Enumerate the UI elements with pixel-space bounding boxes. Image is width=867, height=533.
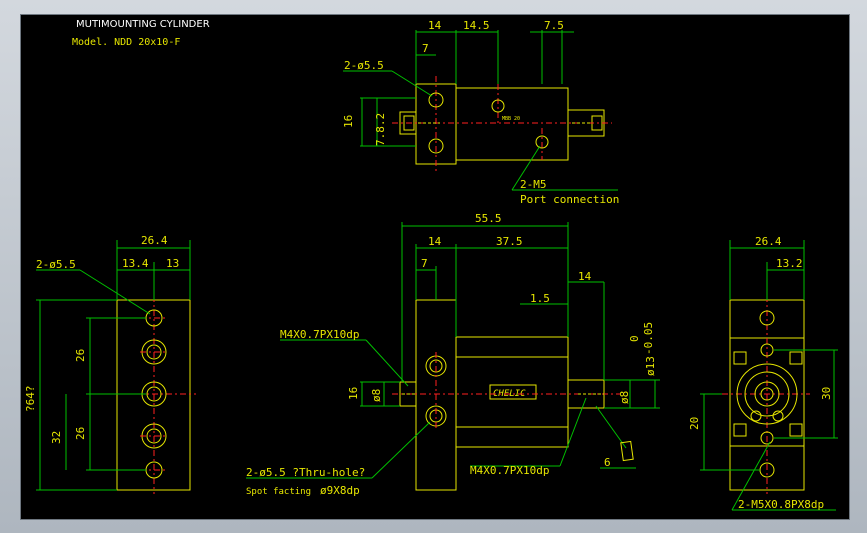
port-callout: 2-M5 — [520, 178, 547, 191]
dim-front-37-5: 37.5 — [496, 235, 523, 248]
drawing-title: MUTIMOUNTING CYLINDER — [76, 19, 210, 30]
dim-top-7: 7 — [422, 42, 429, 55]
dim-left-13-4: 13.4 — [122, 257, 149, 270]
dim-top-14: 14 — [428, 19, 442, 32]
top-view-port — [535, 135, 549, 149]
rod-end-detail — [620, 440, 634, 462]
dim-top-16: 16 — [342, 115, 355, 128]
dim-top-14-5: 14.5 — [463, 19, 490, 32]
dim-front-14: 14 — [428, 235, 442, 248]
dim-front-6: 6 — [604, 456, 611, 469]
dim-front-8: ø8 — [370, 389, 383, 402]
right-view: 26.4 13.2 30 20 2-M5X0.8PX8dp — [688, 235, 838, 511]
dim-left-32: 32 — [50, 431, 63, 444]
right-view-port — [760, 431, 774, 445]
dim-left-13: 13 — [166, 257, 179, 270]
top-view-hole — [428, 138, 444, 154]
top-hole-callout: 2-ø5.5 — [344, 59, 384, 72]
dim-left-26b: 26 — [74, 427, 87, 440]
top-view-hole — [428, 92, 444, 108]
dim-front-8b: ø8 — [618, 391, 631, 404]
dim-left-64: ?64? — [24, 386, 37, 413]
top-view-port — [491, 99, 505, 113]
dim-right-13-2: 13.2 — [776, 257, 803, 270]
spot-facing-dim: ø9X8dp — [320, 484, 360, 497]
thread-callout-bottom: M4X0.7PX10dp — [470, 464, 549, 477]
right-view-hole — [759, 310, 775, 326]
dim-top-7-5: 7.5 — [544, 19, 564, 32]
right-thread-callout: 2-M5X0.8PX8dp — [738, 498, 824, 511]
top-view-body — [455, 87, 569, 161]
right-view-boss — [736, 363, 798, 425]
dim-front-tol: -0.05 — [642, 322, 655, 355]
dim-front-14b: 14 — [578, 270, 592, 283]
dim-front-16: 16 — [347, 387, 360, 400]
dim-right-20: 20 — [688, 417, 701, 430]
dim-front-1-5: 1.5 — [530, 292, 550, 305]
thread-callout-top: M4X0.7PX10dp — [280, 328, 359, 341]
dim-top-7-8-2: 7.8.2 — [374, 113, 387, 146]
dim-left-26-4: 26.4 — [141, 234, 168, 247]
right-view-port — [760, 343, 774, 357]
model-label: Model. NDD 20x10-F — [72, 37, 180, 48]
spot-facing-label: Spot facting — [246, 487, 311, 497]
top-view-tag: MBB 20 — [502, 116, 520, 122]
chelic-badge — [489, 384, 537, 400]
dim-front-7: 7 — [421, 257, 428, 270]
dim-right-26-4: 26.4 — [755, 235, 782, 248]
dim-left-26a: 26 — [74, 349, 87, 362]
dim-right-30: 30 — [820, 387, 833, 400]
dim-front-tol-0: 0 — [628, 335, 641, 342]
port-connection-text: Port connection — [520, 193, 619, 206]
top-view-left-nut — [403, 115, 415, 131]
dim-front-13: ø13 — [644, 356, 657, 376]
front-hole-callout: 2-ø5.5 ?Thru-hole? — [246, 466, 365, 479]
top-view: MBB 20 14 14.5 7.5 7 2-ø5.5 16 7.8.2 2-M… — [342, 19, 619, 206]
left-hole-callout: 2-ø5.5 — [36, 258, 76, 271]
dim-front-55-5: 55.5 — [475, 212, 502, 225]
front-view: CHELIC 55.5 14 37.5 7 14 1.5 0 -0.05 ø13… — [246, 212, 660, 497]
left-view: 26.4 13.4 13 2-ø5.5 ?64? 26 26 32 — [24, 234, 196, 494]
